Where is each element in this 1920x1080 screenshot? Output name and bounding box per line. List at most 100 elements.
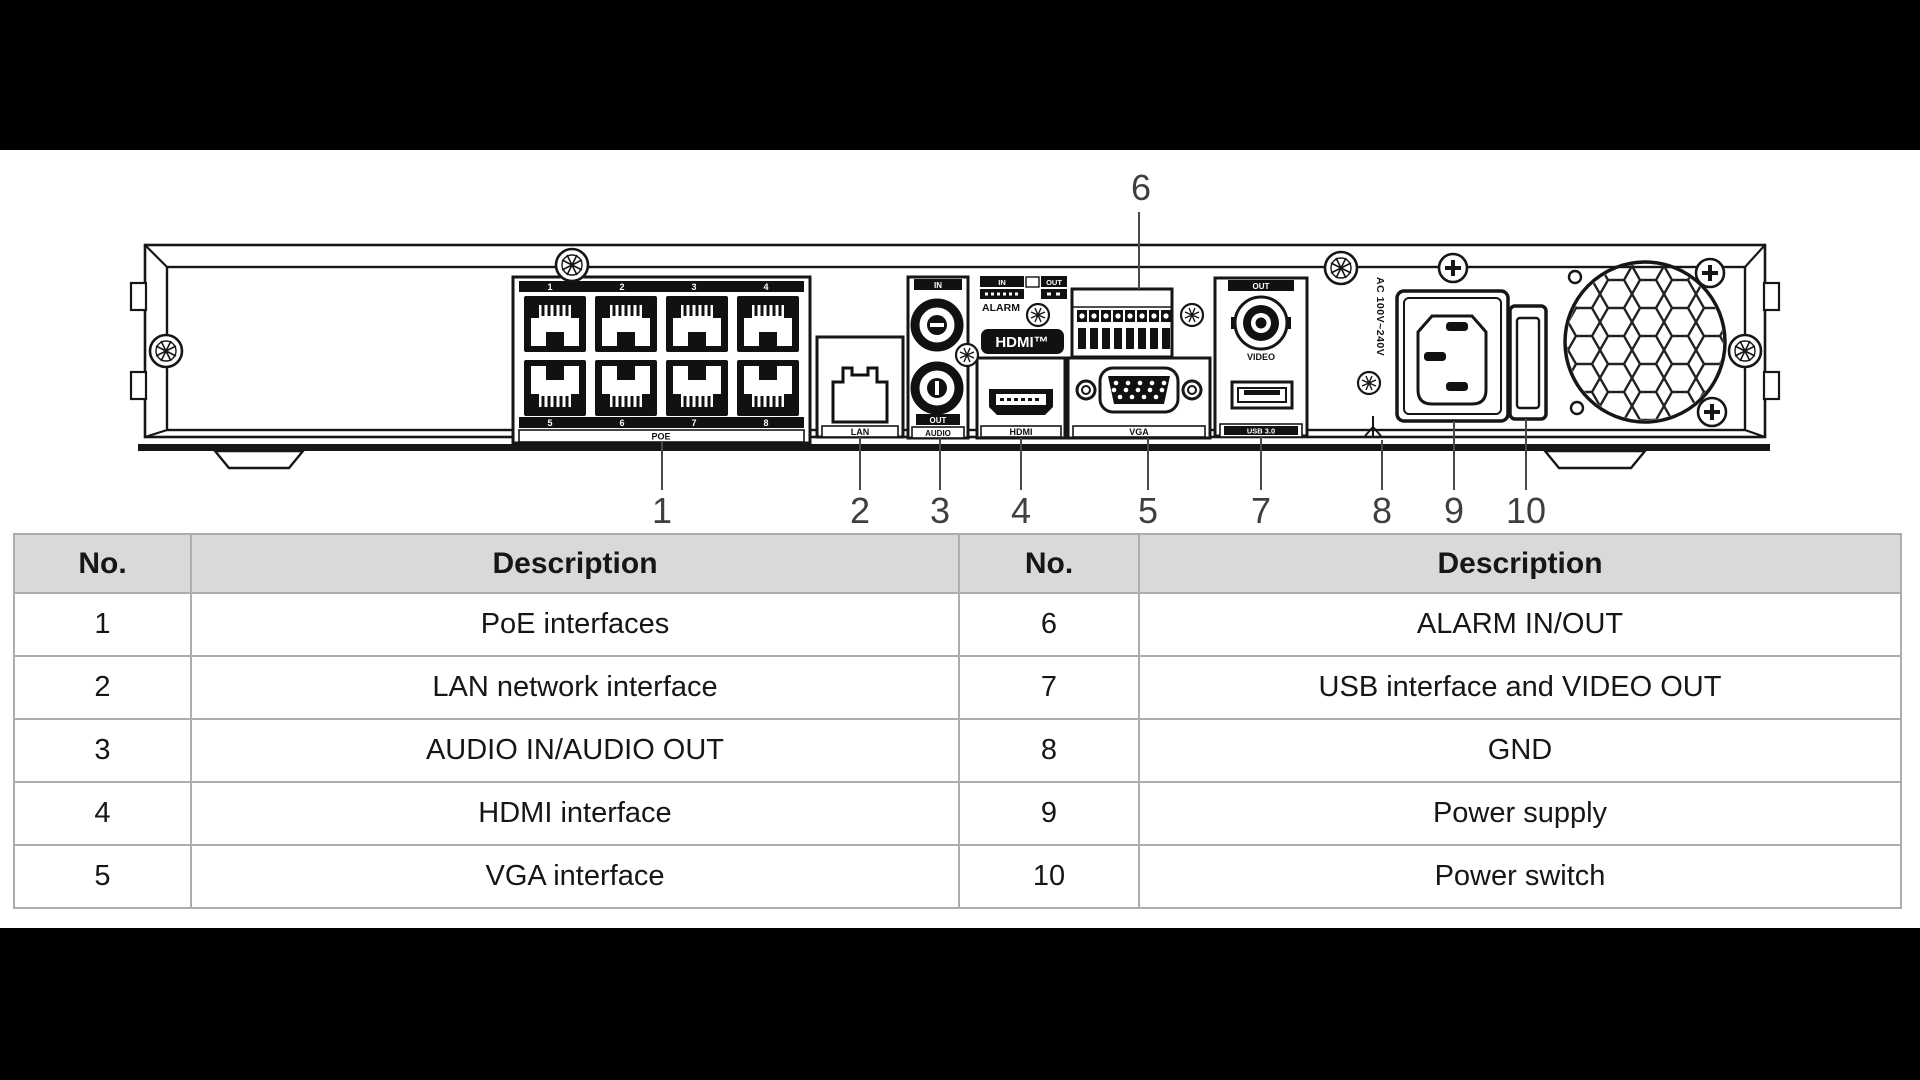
svg-text:HDMI™: HDMI™ xyxy=(995,334,1048,351)
poe-port-number: 3 xyxy=(691,282,696,292)
fan-screw-icon xyxy=(1694,257,1726,289)
poe-port-number: 8 xyxy=(763,418,768,428)
callout-number-1: 1 xyxy=(652,490,672,531)
cell-description: GND xyxy=(1138,718,1902,783)
cell-no: 2 xyxy=(13,655,192,720)
cell-description: HDMI interface xyxy=(190,781,960,846)
alarm-terminal-pins xyxy=(1078,328,1170,349)
lan-label: LAN xyxy=(851,427,870,437)
cell-description: Power supply xyxy=(1138,781,1902,846)
cell-description: USB interface and VIDEO OUT xyxy=(1138,655,1902,720)
video-label: VIDEO xyxy=(1247,352,1275,362)
cell-no: 10 xyxy=(958,844,1140,909)
right-mount-tab-bottom xyxy=(1762,370,1781,401)
top-letterbox-bar xyxy=(0,0,1920,150)
header-description-right: Description xyxy=(1138,533,1902,594)
left-mount-tab-top xyxy=(129,281,148,312)
video-out-bnc xyxy=(1231,295,1291,351)
callout-number-4: 4 xyxy=(1011,490,1031,531)
chassis-base xyxy=(138,444,1770,451)
rear-panel-diagram: 1 2 3 4 5 6 7 8 POE LAN xyxy=(129,167,1781,531)
fan-grille xyxy=(1563,257,1728,428)
vga-label: VGA xyxy=(1129,427,1149,437)
poe-port xyxy=(664,358,730,418)
poe-port-number: 1 xyxy=(547,282,552,292)
right-mount-tab-top xyxy=(1762,281,1781,312)
bottom-letterbox-bar xyxy=(0,928,1920,1080)
cell-no: 1 xyxy=(13,592,192,657)
poe-port xyxy=(593,294,659,354)
callout-number-8: 8 xyxy=(1372,490,1392,531)
cell-description: PoE interfaces xyxy=(190,592,960,657)
header-no-right: No. xyxy=(958,533,1140,594)
audio-out-label: OUT xyxy=(930,416,947,425)
poe-port xyxy=(664,294,730,354)
cell-description: Power switch xyxy=(1138,844,1902,909)
alarm-in-label: IN xyxy=(998,278,1006,287)
cell-no: 3 xyxy=(13,718,192,783)
alarm-out-label: OUT xyxy=(1046,278,1062,287)
poe-port-number: 6 xyxy=(619,418,624,428)
cell-description: LAN network interface xyxy=(190,655,960,720)
cell-no: 8 xyxy=(958,718,1140,783)
port-description-table: No. Description No. Description 1 PoE in… xyxy=(13,533,1902,909)
poe-port xyxy=(735,294,801,354)
table-row: 2 LAN network interface 7 USB interface … xyxy=(13,655,1902,720)
poe-port xyxy=(735,358,801,418)
poe-port-number: 2 xyxy=(619,282,624,292)
video-out-label: OUT xyxy=(1253,282,1270,291)
cell-no: 5 xyxy=(13,844,192,909)
panel-screw-icon xyxy=(1025,302,1051,328)
left-flange-screw-icon xyxy=(148,333,184,369)
table-row: 3 AUDIO IN/AUDIO OUT 8 GND xyxy=(13,718,1902,783)
callout-number-3: 3 xyxy=(930,490,950,531)
callout-number-6: 6 xyxy=(1131,167,1151,208)
ground-symbol-icon xyxy=(1364,416,1382,438)
header-description-left: Description xyxy=(190,533,960,594)
alarm-dip-labels: IN OUT ALARM xyxy=(980,276,1067,314)
audio-out-jack xyxy=(910,361,964,415)
poe-port-number: 7 xyxy=(691,418,696,428)
audio-in-label: IN xyxy=(934,281,942,290)
ac-rating-label: AC 100V~240V xyxy=(1374,277,1386,356)
callout-number-7: 7 xyxy=(1251,490,1271,531)
alarm-terminal-block xyxy=(1070,287,1174,359)
poe-port xyxy=(522,294,588,354)
header-no-left: No. xyxy=(13,533,192,594)
poe-port-number: 4 xyxy=(763,282,768,292)
power-switch xyxy=(1508,304,1548,421)
fan-screw-icon xyxy=(1696,396,1728,428)
power-inlet xyxy=(1395,289,1510,423)
callout-lines xyxy=(661,212,1527,490)
usb-port xyxy=(1230,380,1294,410)
top-screw-icon xyxy=(554,247,590,283)
table-header-row: No. Description No. Description xyxy=(13,533,1902,594)
callout-number-5: 5 xyxy=(1138,490,1158,531)
hdmi-logo: HDMI™ xyxy=(981,329,1064,354)
cell-no: 4 xyxy=(13,781,192,846)
video-usb-panel: OUT VIDEO USB 3.0 xyxy=(1213,276,1309,438)
gnd-screw-icon xyxy=(1356,370,1382,396)
alarm-terminal-screws xyxy=(1077,310,1171,322)
callout-number-2: 2 xyxy=(850,490,870,531)
cell-description: ALARM IN/OUT xyxy=(1138,592,1902,657)
table-row: 4 HDMI interface 9 Power supply xyxy=(13,781,1902,846)
cell-no: 7 xyxy=(958,655,1140,720)
top-screw-icon xyxy=(1323,250,1359,286)
top-screw-icon xyxy=(1437,252,1469,284)
hdmi-port: HDMI xyxy=(975,356,1067,440)
poe-port xyxy=(522,358,588,418)
panel-screw-icon xyxy=(1179,302,1205,328)
cell-no: 9 xyxy=(958,781,1140,846)
cell-description: AUDIO IN/AUDIO OUT xyxy=(190,718,960,783)
table-row: 5 VGA interface 10 Power switch xyxy=(13,844,1902,909)
lan-port: LAN xyxy=(815,335,905,439)
panel-screw-icon xyxy=(954,342,980,368)
cell-description: VGA interface xyxy=(190,844,960,909)
callout-numbers: 1 2 3 4 5 6 7 8 9 10 xyxy=(652,167,1546,531)
cell-no: 6 xyxy=(958,592,1140,657)
poe-port xyxy=(593,358,659,418)
fan-screw-hole xyxy=(1569,400,1585,416)
audio-label: AUDIO xyxy=(925,429,951,438)
vga-port: VGA xyxy=(1066,356,1212,440)
